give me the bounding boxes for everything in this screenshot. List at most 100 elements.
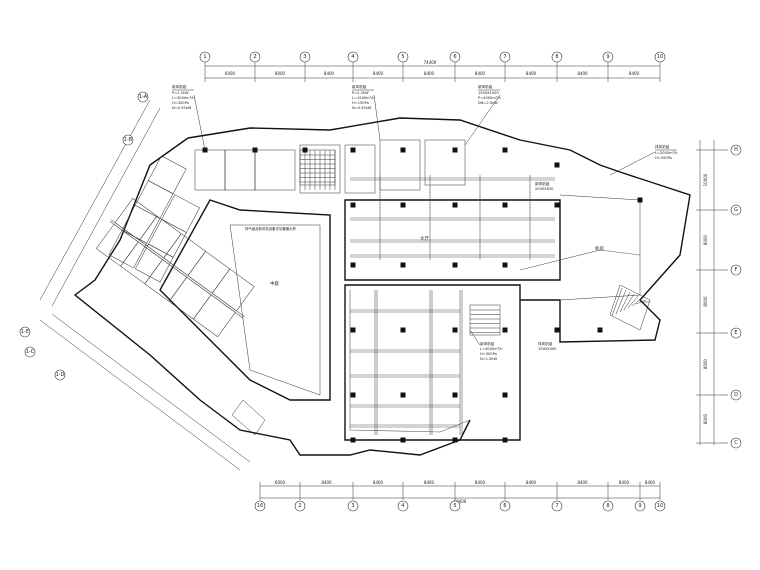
column-marker <box>400 327 406 333</box>
note-3-line-4: DN=2.5kW <box>478 101 498 105</box>
right-span-dimension: 10000 <box>703 173 708 186</box>
bottom-span-dimension: 8400 <box>645 480 656 485</box>
column-marker <box>502 392 508 398</box>
grid-bubble-bottom-5: 5 <box>449 500 461 512</box>
stairs <box>231 149 651 436</box>
svg-text:2: 2 <box>253 54 256 60</box>
note-5-line-1: 新风机组 <box>480 341 495 346</box>
bottom-span-dimension: 8400 <box>424 480 435 485</box>
grid-bubble-right-E: E <box>730 327 742 339</box>
column-marker <box>502 327 508 333</box>
room-label-center-left: 中庭 <box>270 280 279 287</box>
right-span-dimension: 8000 <box>703 413 708 424</box>
grid-bubble-left-1-D: 1-D <box>54 369 66 381</box>
column-marker <box>452 202 458 208</box>
top-span-dimension: 8000 <box>275 71 286 76</box>
note-5-line-2: L=4000m³/h <box>480 347 503 351</box>
bottom-span-dimension: 8400 <box>577 480 588 485</box>
grid-bubble-top-9: 9 <box>602 51 614 63</box>
grid-bubble-right-H: H <box>730 144 742 156</box>
column-marker <box>554 327 560 333</box>
grid-bubble-top-4: 4 <box>347 51 359 63</box>
top-span-dimension: 6000 <box>225 71 236 76</box>
note-3-line-3: P=4000m³/h <box>478 96 501 100</box>
note-6-line-1: 排风机组 <box>538 341 553 346</box>
column-marker <box>637 197 643 203</box>
svg-text:3: 3 <box>351 503 354 509</box>
grid-bubble-top-7: 7 <box>499 51 511 63</box>
note-1-line-4: H=300Pa <box>172 101 189 105</box>
column-marker <box>350 202 356 208</box>
note-2-line-2: P=2.2kW <box>352 91 369 95</box>
column-marker <box>400 437 406 443</box>
svg-text:4: 4 <box>351 54 354 60</box>
grid-bubble-bottom-9: 9 <box>634 500 646 512</box>
svg-text:3: 3 <box>303 54 306 60</box>
column-marker <box>554 162 560 168</box>
bottom-span-dimension: 8400 <box>526 480 537 485</box>
equipment-note-5: 新风机组 L=4000m³/h H=300Pa N=1.5kW <box>480 341 503 361</box>
note-3-line-2: 1500X1000 <box>478 91 499 95</box>
stair-treads <box>300 154 650 333</box>
note-1-line-1: 新风机组 <box>172 84 187 89</box>
note-4-line-3: H=200Pa <box>655 156 672 160</box>
grid-bubble-bottom-7: 7 <box>551 500 563 512</box>
svg-text:1-C: 1-C <box>26 349 35 355</box>
svg-text:1-E: 1-E <box>21 329 29 335</box>
left-upper-rooms <box>108 155 200 283</box>
svg-text:C: C <box>734 440 738 446</box>
svg-text:5: 5 <box>401 54 404 60</box>
grid-bubble-left-1-B: 1-B <box>122 134 134 146</box>
column-marker <box>502 437 508 443</box>
column-marker <box>554 202 560 208</box>
column-marker <box>252 147 258 153</box>
note-7-line-1: 新风机组 <box>535 181 550 186</box>
svg-text:9: 9 <box>638 503 641 509</box>
top-span-dimension: 8400 <box>475 71 486 76</box>
equipment-note-3: 新风机组 1500X1000 P=4000m³/h DN=2.5kW <box>478 84 501 105</box>
svg-text:8: 8 <box>606 503 609 509</box>
grid-bubble-top-10: 10 <box>654 51 666 63</box>
svg-text:8: 8 <box>555 54 558 60</box>
note-3-line-1: 新风机组 <box>478 84 493 89</box>
column-marker <box>350 437 356 443</box>
leader-lines <box>193 94 656 346</box>
bottom-span-dimension: 6000 <box>275 480 286 485</box>
svg-text:D: D <box>734 392 738 398</box>
structural-columns <box>202 147 643 443</box>
note-6-line-2: 1000X400 <box>538 347 557 351</box>
left-dimension-axis <box>39 99 251 471</box>
note-1-line-3: L=3000m³/h <box>172 96 195 100</box>
column-marker <box>597 327 603 333</box>
top-span-dimension: 8400 <box>577 71 588 76</box>
equipment-note-1: 新风机组 P=2.2kW L=3000m³/h H=300Pa N=0.55kW <box>172 84 195 110</box>
column-marker <box>502 202 508 208</box>
column-marker <box>350 392 356 398</box>
diagonal-note: 排气扇及新风机设备详见暖通大样 <box>245 226 296 231</box>
right-span-dimension: 8000 <box>703 234 708 245</box>
note-2-line-5: N=0.55kW <box>352 106 372 110</box>
grid-bubble-bottom-3: 3 <box>347 500 359 512</box>
svg-text:10: 10 <box>657 503 663 509</box>
note-4-line-1: 排风机组 <box>655 144 670 149</box>
svg-text:4: 4 <box>401 503 404 509</box>
note-5-line-4: N=1.5kW <box>480 357 497 361</box>
top-span-dimension: 8400 <box>526 71 537 76</box>
svg-text:6: 6 <box>503 503 506 509</box>
equipment-note-4: 排风机组 L=2000m³/h H=200Pa <box>655 144 678 160</box>
note-4-line-2: L=2000m³/h <box>655 151 678 155</box>
grid-bubble-bottom-6: 6 <box>499 500 511 512</box>
svg-text:1: 1 <box>203 54 206 60</box>
svg-text:5: 5 <box>453 503 456 509</box>
bottom-span-dimension: 8400 <box>619 480 630 485</box>
top-span-dimension: 8400 <box>629 71 640 76</box>
building-outline <box>73 117 691 456</box>
column-marker <box>302 147 308 153</box>
svg-text:10: 10 <box>657 54 663 60</box>
grid-bubble-left-1-C: 1-C <box>24 346 36 358</box>
column-marker <box>452 147 458 153</box>
note-1-line-5: N=0.55kW <box>172 106 192 110</box>
